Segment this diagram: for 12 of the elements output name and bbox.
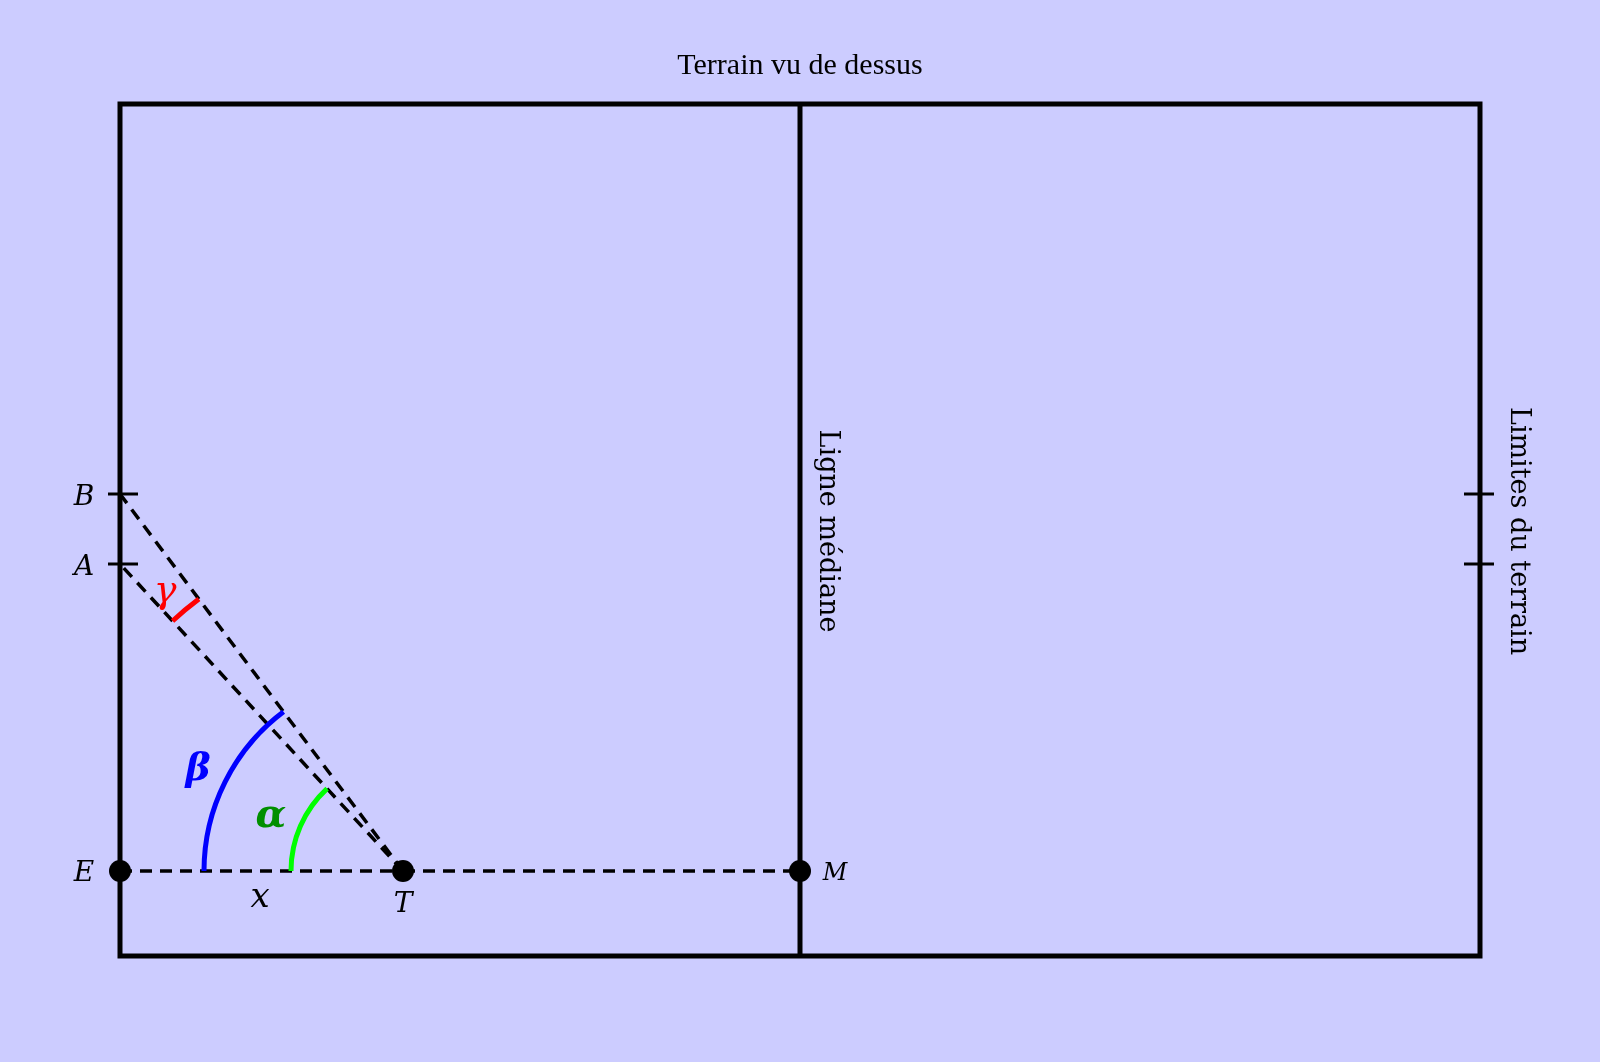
angle-label: α	[255, 793, 287, 833]
point-label: M	[822, 860, 848, 884]
point-label: B	[73, 482, 95, 510]
length-label: x	[250, 878, 270, 912]
angle-label: β	[185, 748, 211, 786]
point-label: A	[73, 552, 95, 580]
line-label: Limites du terrain	[1506, 406, 1534, 656]
line-label: Ligne médiane	[815, 429, 843, 633]
angle-label: γ	[153, 570, 177, 608]
point-label: T	[393, 889, 413, 917]
title: Terrain vu de dessus	[677, 49, 923, 79]
point-label: E	[73, 858, 95, 886]
